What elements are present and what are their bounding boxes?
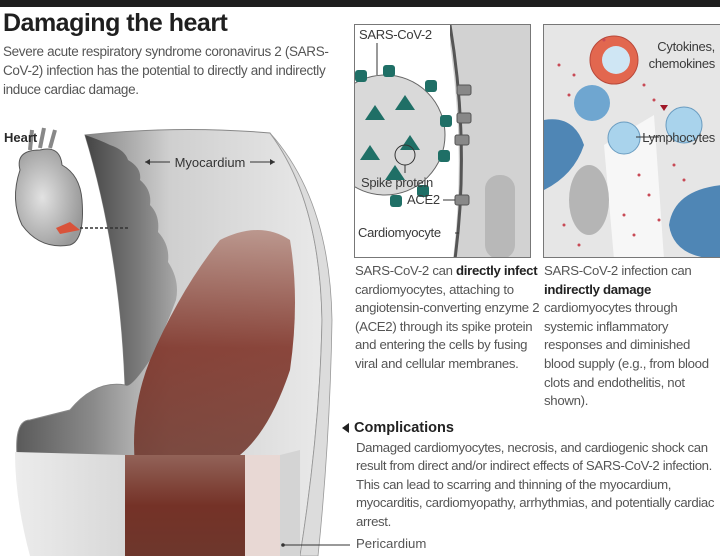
cytokines-label: Cytokines, <box>657 39 715 54</box>
ace2-label: ACE2 <box>407 192 440 207</box>
page-subtitle: Severe acute respiratory syndrome corona… <box>3 44 329 97</box>
heart-icon <box>15 127 128 247</box>
heart-label: Heart <box>4 130 38 145</box>
direct-infection-panel: SARS-CoV-2 Spike protein ACE2 Cardiomyoc… <box>354 24 531 258</box>
complications-body: Damaged cardiomyocytes, necrosis, and ca… <box>356 440 715 529</box>
virus-illustration <box>355 25 530 257</box>
chemokines-label: chemokines <box>648 56 716 71</box>
cardiomyocyte-label: Cardiomyocyte <box>358 225 441 240</box>
myocardium-illustration: Myocardium <box>15 127 350 556</box>
page-title: Damaging the heart <box>3 9 228 37</box>
indirect-damage-panel: Cytokines, chemokines Lymphocytes <box>543 24 720 258</box>
lymphocytes-label: Lymphocytes <box>642 130 715 145</box>
sars-cov-2-label: SARS-CoV-2 <box>359 27 432 42</box>
pericardium-label: Pericardium <box>356 536 427 551</box>
top-bar <box>0 0 720 7</box>
complications-heading: Complications <box>342 420 454 436</box>
pointer-left-icon <box>342 423 349 433</box>
spike-protein-label: Spike protein <box>361 175 433 190</box>
myocardium-label: Myocardium <box>175 155 246 170</box>
indirect-damage-caption: SARS-CoV-2 infection can indirectly dama… <box>544 263 709 409</box>
immune-cells-illustration <box>544 25 720 257</box>
direct-infection-caption: SARS-CoV-2 can directly infect cardiomyo… <box>355 263 540 371</box>
